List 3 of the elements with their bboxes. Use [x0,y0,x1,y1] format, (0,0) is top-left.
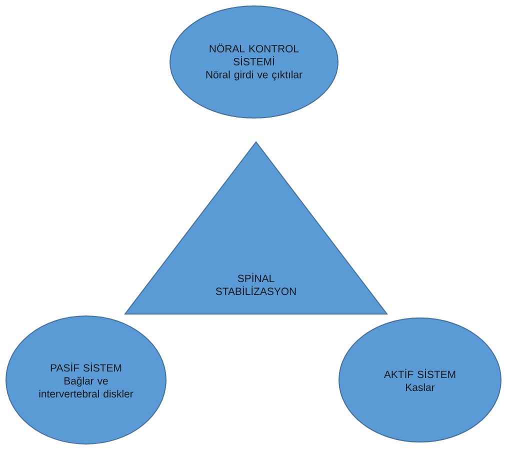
ellipse-node: PASİF SİSTEM Bağlar ve intervertebral diskler [6,316,166,444]
ellipse-node: NÖRAL KONTROL SİSTEMİ Nöral girdi ve çıktılar [170,6,338,118]
ellipse-node: AKTİF SİSTEM Kaslar [338,318,502,442]
